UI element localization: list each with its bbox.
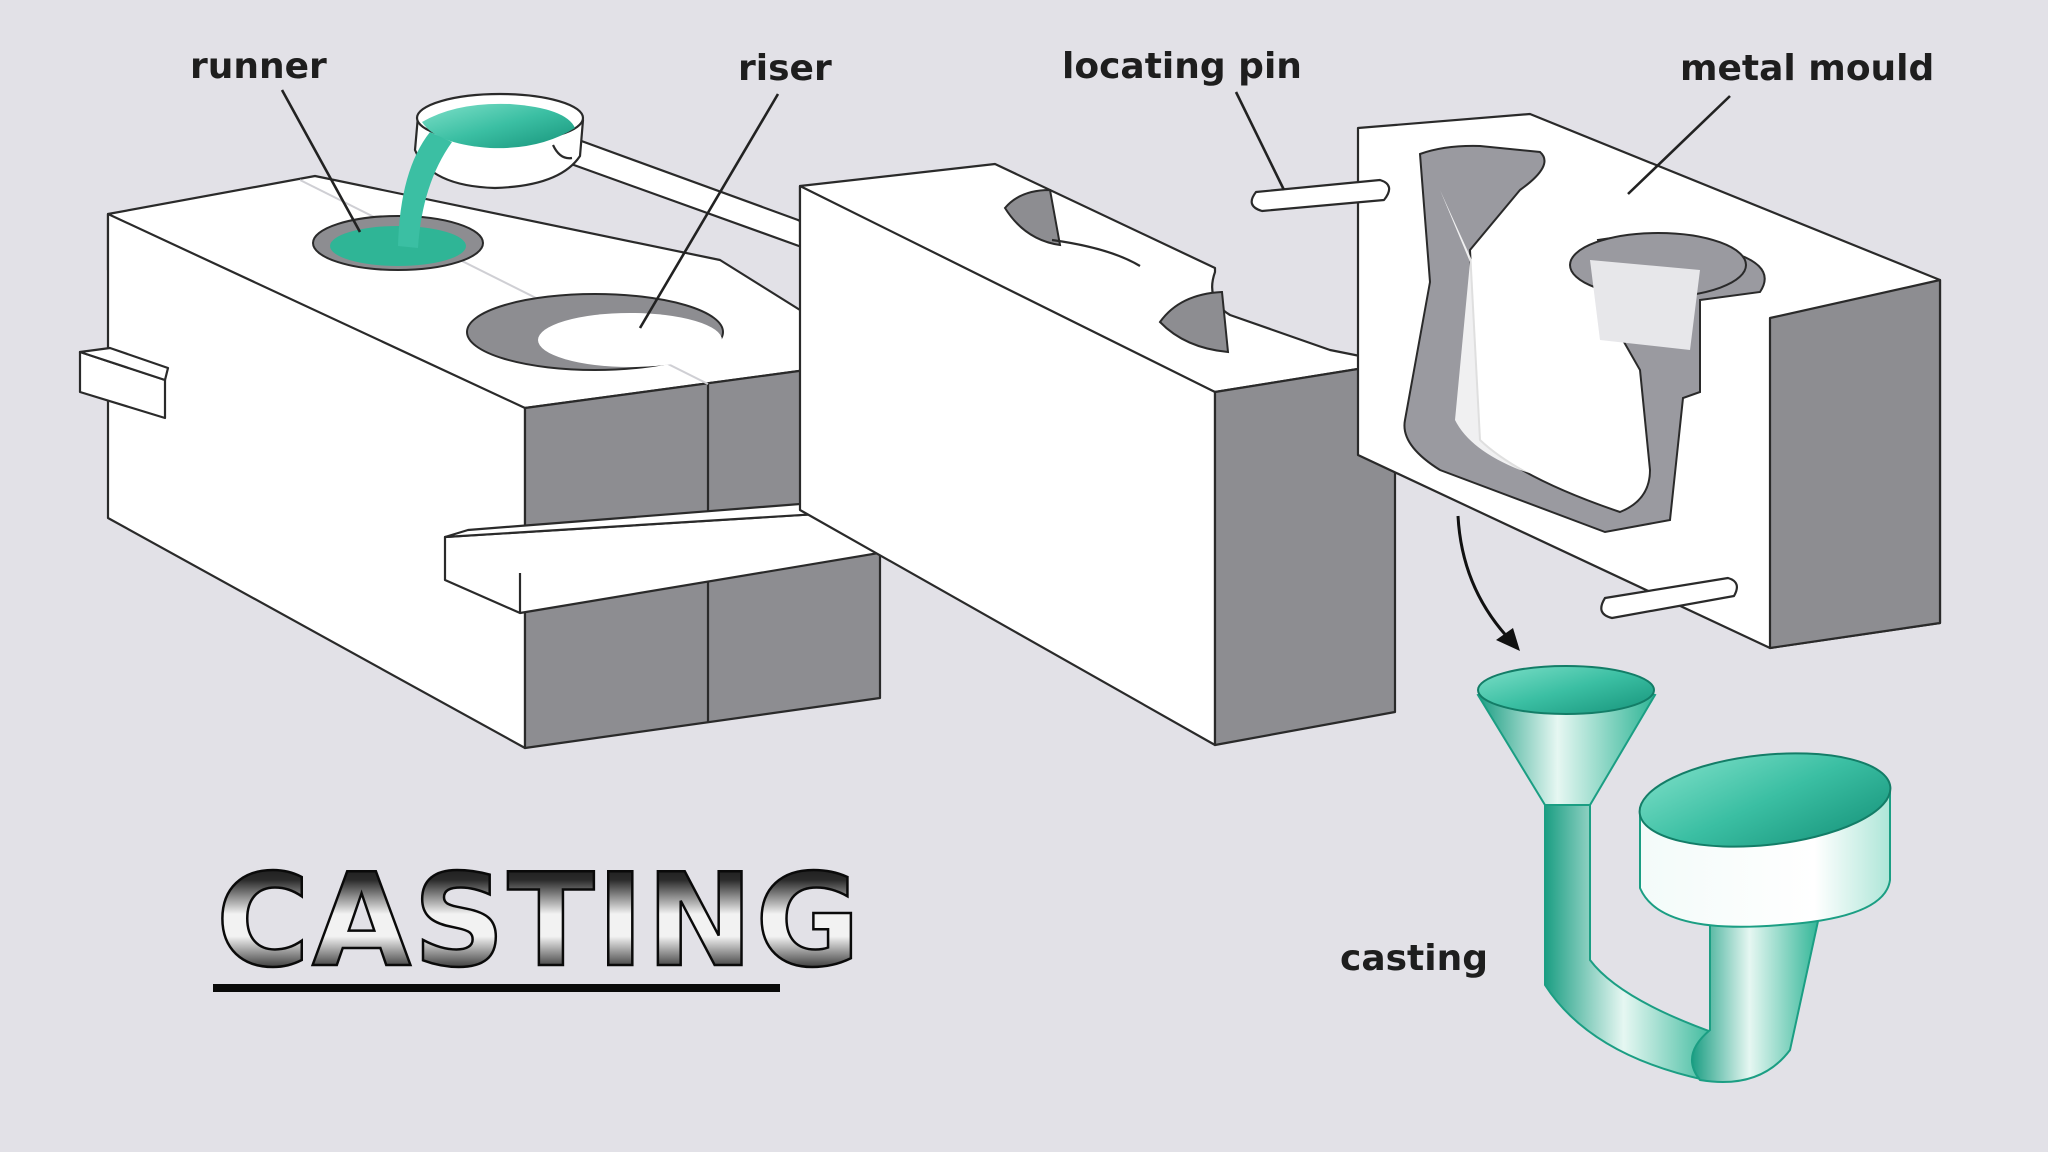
title-underline bbox=[213, 984, 780, 992]
label-metal-mould-group: metal mould bbox=[1627, 48, 1934, 195]
mould-half-middle bbox=[798, 162, 1397, 747]
assembled-mould bbox=[78, 174, 917, 750]
locating-pin-top bbox=[1250, 178, 1391, 213]
page-title: CASTING bbox=[216, 847, 862, 996]
label-riser: riser bbox=[738, 48, 832, 89]
label-metal-mould: metal mould bbox=[1680, 48, 1934, 89]
molten-metal-stream bbox=[398, 132, 452, 248]
label-riser-group: riser bbox=[638, 48, 832, 329]
label-casting: casting bbox=[1340, 938, 1488, 979]
label-runner: runner bbox=[190, 46, 327, 87]
metal-mould-half bbox=[1356, 112, 1942, 650]
finished-casting bbox=[1476, 665, 1892, 1083]
title-block: CASTING bbox=[213, 846, 862, 997]
ladle bbox=[398, 92, 824, 252]
eject-arrow bbox=[1456, 515, 1520, 651]
label-runner-group: runner bbox=[190, 46, 362, 233]
locating-pin-bottom bbox=[1600, 576, 1739, 620]
label-locating-pin: locating pin bbox=[1062, 46, 1302, 87]
label-locating-pin-group: locating pin bbox=[1062, 46, 1302, 191]
